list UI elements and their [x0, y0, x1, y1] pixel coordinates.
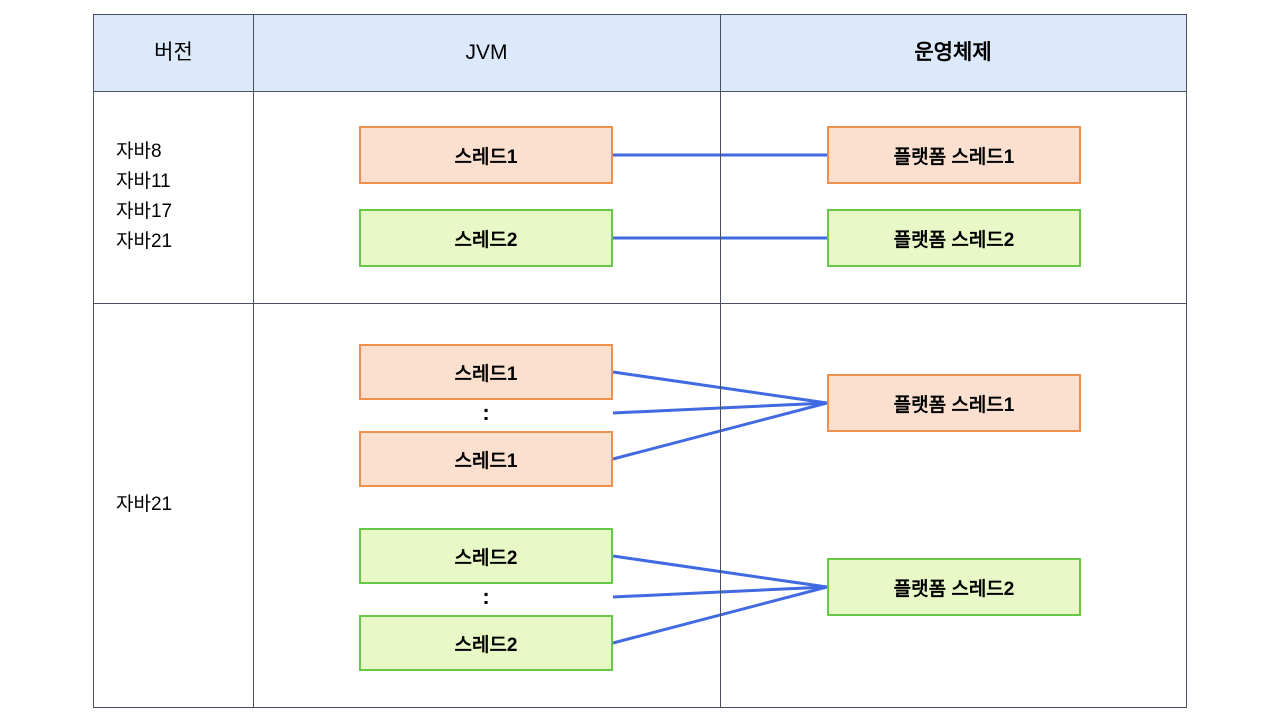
jvm-thread-label: 스레드1 — [454, 363, 518, 385]
table-header-cell-os: 운영체제 — [720, 15, 1186, 91]
version-line: 자바21 — [116, 231, 173, 252]
jvm-thread-box-row1-2[interactable]: 스레드2 — [359, 209, 613, 267]
table-header-cell-version: 버전 — [94, 15, 253, 91]
platform-thread-label: 플랫폼 스레드2 — [893, 578, 1015, 600]
table-header-row: 버전 JVM 운영체제 — [94, 15, 1186, 91]
jvm-thread-box-row1-1[interactable]: 스레드1 — [359, 126, 613, 184]
jvm-thread-box-row2-green-top[interactable]: 스레드2 — [359, 528, 613, 584]
ellipsis-marker-orange: : — [482, 400, 490, 425]
ellipsis-marker-green: : — [482, 584, 490, 609]
platform-thread-box-row1-1[interactable]: 플랫폼 스레드1 — [827, 126, 1081, 184]
version-line: 자바11 — [116, 171, 171, 192]
jvm-thread-box-row2-green-bottom[interactable]: 스레드2 — [359, 615, 613, 671]
version-line: 자바8 — [116, 141, 162, 162]
version-cell-row-2: 자바21 — [94, 303, 253, 707]
version-cell-row-1: 자바8 자바11 자바17 자바21 — [94, 91, 253, 303]
platform-thread-label: 플랫폼 스레드2 — [893, 229, 1015, 251]
platform-thread-box-row2-2[interactable]: 플랫폼 스레드2 — [827, 558, 1081, 616]
version-line: 자바21 — [116, 494, 173, 515]
header-label-version: 버전 — [154, 41, 193, 65]
jvm-thread-label: 스레드2 — [454, 547, 518, 569]
header-label-os: 운영체제 — [914, 41, 992, 65]
jvm-thread-label: 스레드1 — [454, 146, 518, 168]
version-line: 자바17 — [116, 201, 173, 222]
column-divider-jvm-os — [720, 15, 721, 707]
platform-thread-box-row2-1[interactable]: 플랫폼 스레드1 — [827, 374, 1081, 432]
platform-thread-label: 플랫폼 스레드1 — [893, 394, 1015, 416]
jvm-thread-label: 스레드2 — [454, 634, 518, 656]
jvm-thread-label: 스레드1 — [454, 450, 518, 472]
column-divider-version-jvm — [253, 15, 254, 707]
header-divider — [94, 91, 1186, 92]
jvm-thread-box-row2-orange-top[interactable]: 스레드1 — [359, 344, 613, 400]
table-header-cell-jvm: JVM — [253, 15, 720, 91]
row-divider — [94, 303, 1186, 304]
header-label-jvm: JVM — [465, 41, 508, 65]
platform-thread-box-row1-2[interactable]: 플랫폼 스레드2 — [827, 209, 1081, 267]
jvm-thread-label: 스레드2 — [454, 229, 518, 251]
jvm-thread-box-row2-orange-bottom[interactable]: 스레드1 — [359, 431, 613, 487]
platform-thread-label: 플랫폼 스레드1 — [893, 146, 1015, 168]
